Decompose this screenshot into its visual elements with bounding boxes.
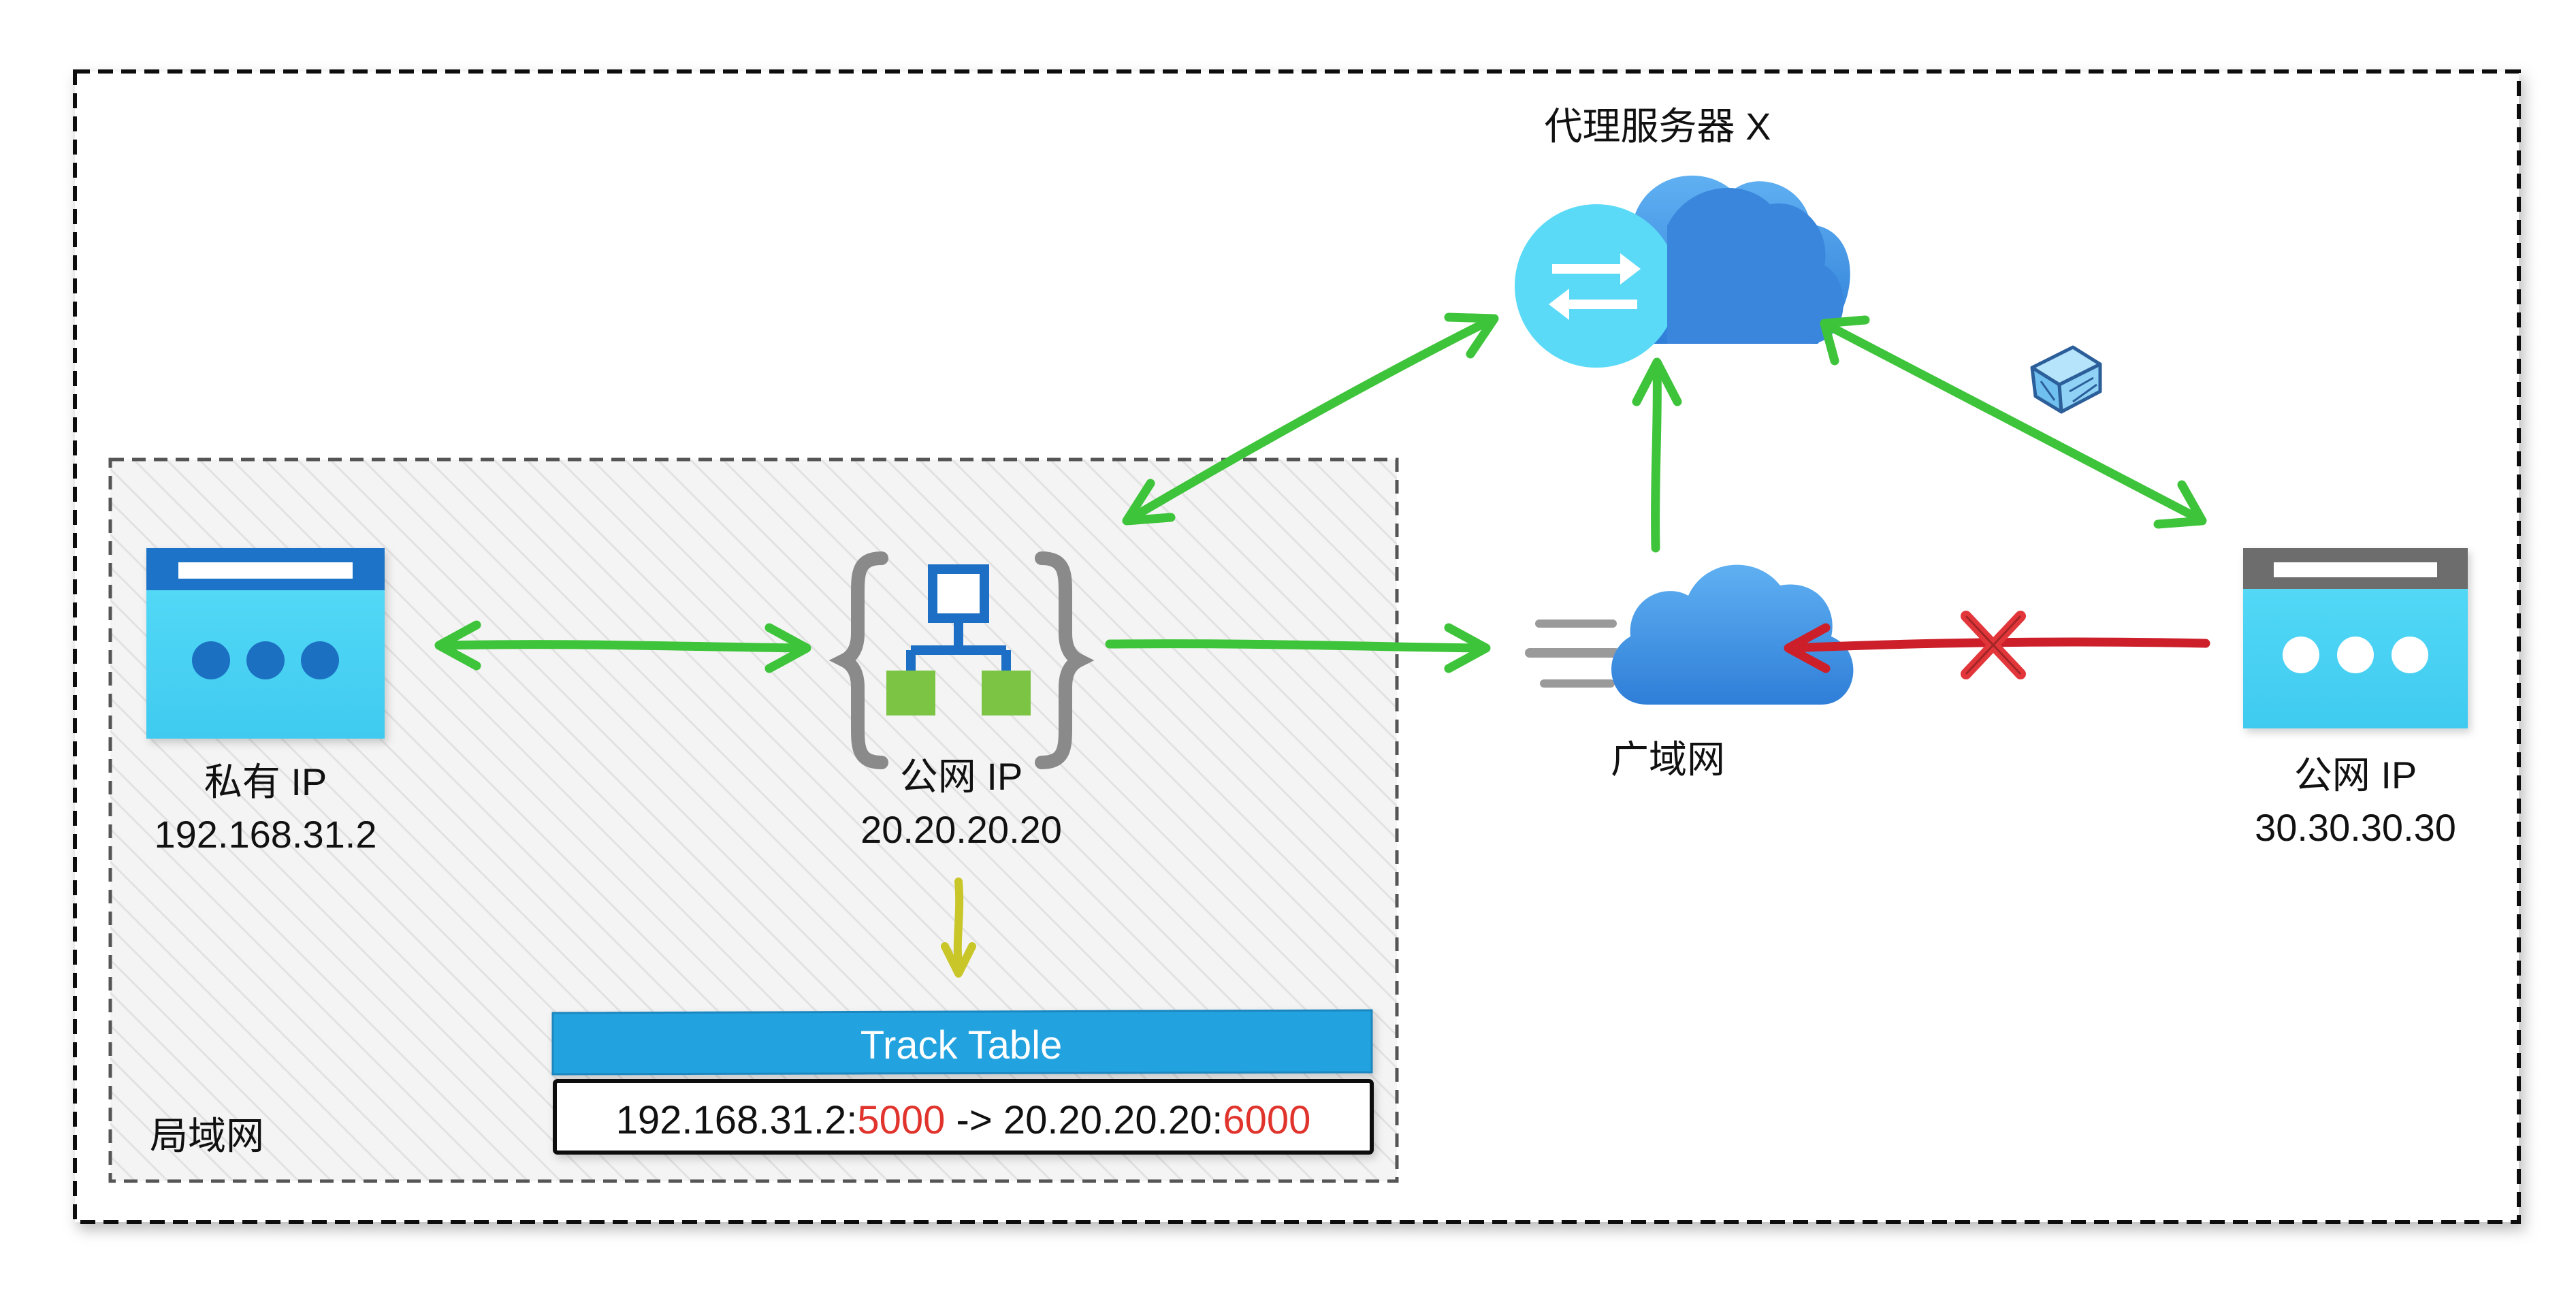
private-ip-value: 192.168.31.2 (155, 813, 377, 856)
network-topology-icon (828, 551, 1095, 769)
wan-label: 广域网 (1611, 738, 1725, 781)
track-table (551, 1009, 1374, 1155)
track-table-title: Track Table (860, 1023, 1063, 1067)
entry-dst-ip: 20.20.20.20 (1003, 1098, 1212, 1142)
nat-to-table-arrow (941, 878, 976, 978)
remote-wan-blocked-arrow (1784, 623, 2210, 673)
track-table-entry: 192.168.31.2:5000 -> 20.20.20.20:6000 (616, 1098, 1311, 1142)
entry-dst-port: 6000 (1223, 1098, 1310, 1142)
nat-public-ip-value: 20.20.20.20 (860, 808, 1062, 851)
entry-arrow: -> (945, 1098, 1003, 1142)
private-host-icon (146, 548, 385, 739)
remote-public-ip-value: 30.30.30.30 (2255, 806, 2456, 849)
proxy-remote-arrow (1820, 315, 2207, 529)
cloud-exchange-icon (1515, 175, 1850, 368)
proxy-server-label: 代理服务器 X (1545, 105, 1771, 148)
entry-src-port: 5000 (857, 1098, 945, 1142)
entry-sep2: : (1212, 1098, 1223, 1142)
wan-proxy-arrow (1632, 357, 1682, 553)
host-nat-arrow (434, 620, 811, 673)
nat-proxy-arrow (1122, 312, 1499, 526)
lan-label: 局域网 (150, 1114, 264, 1157)
fast-cloud-icon (1525, 564, 1854, 705)
private-ip-label: 私有 IP (204, 760, 327, 803)
entry-src-ip: 192.168.31.2 (616, 1098, 847, 1142)
entry-sep1: : (846, 1098, 857, 1142)
nat-public-ip-label: 公网 IP (900, 755, 1023, 798)
cube-icon (2030, 345, 2102, 414)
x-mark-outline (1965, 615, 2022, 675)
remote-host-icon (2243, 548, 2468, 728)
nat-wan-arrow (1105, 623, 1491, 673)
remote-public-ip-label: 公网 IP (2294, 754, 2417, 797)
